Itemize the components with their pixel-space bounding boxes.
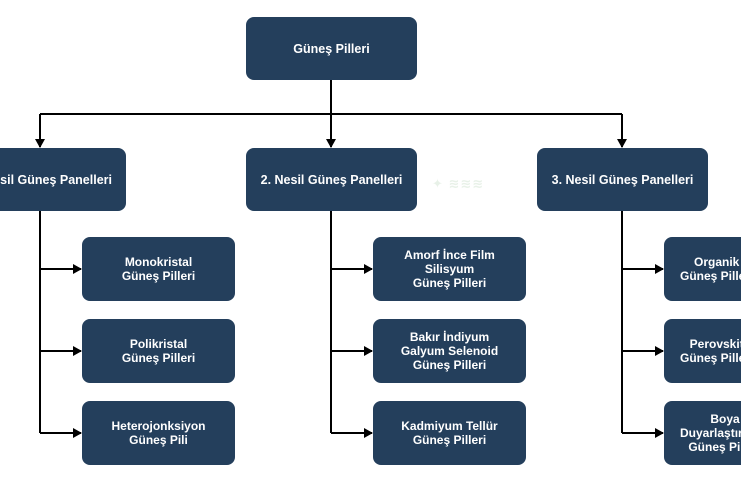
- gen3-child-boya: Boya Duyarlaştırılmış Güneş Pilleri: [664, 401, 741, 465]
- gen1-child-monokristal: Monokristal Güneş Pilleri: [82, 237, 235, 301]
- gen2-child-cigs: Bakır İndiyum Galyum Selenoid Güneş Pill…: [373, 319, 526, 383]
- gen3-child-perovskit: Perovskit Güneş Pilleri: [664, 319, 741, 383]
- gen2-child-cdte: Kadmiyum Tellür Güneş Pilleri: [373, 401, 526, 465]
- gen1-child-1-arrowhead: [73, 264, 82, 274]
- gen3-child-organik: Organik Güneş Pilleri: [664, 237, 741, 301]
- generation-1-node: 1. Nesil Güneş Panelleri: [0, 148, 126, 211]
- gen2-child-2-arrowhead: [364, 346, 373, 356]
- gen2-child-1-arrowhead: [364, 264, 373, 274]
- gen1-child-3-arrowhead: [73, 428, 82, 438]
- gen2-child-3-arrowhead: [364, 428, 373, 438]
- generation-1-arrowhead: [35, 139, 45, 148]
- gen3-child-1-arrowhead: [655, 264, 664, 274]
- gen3-child-2-arrowhead: [655, 346, 664, 356]
- gen2-child-amorf: Amorf İnce Film Silisyum Güneş Pilleri: [373, 237, 526, 301]
- generation-3-arrowhead: [617, 139, 627, 148]
- generation-2-arrowhead: [326, 139, 336, 148]
- gen3-child-3-arrowhead: [655, 428, 664, 438]
- watermark-logo: ✦ ≋≋≋: [432, 176, 485, 191]
- generation-2-node: 2. Nesil Güneş Panelleri: [246, 148, 417, 211]
- gen1-child-2-arrowhead: [73, 346, 82, 356]
- gen1-child-polikristal: Polikristal Güneş Pilleri: [82, 319, 235, 383]
- generation-3-node: 3. Nesil Güneş Panelleri: [537, 148, 708, 211]
- gen1-child-heterojonksiyon: Heterojonksiyon Güneş Pili: [82, 401, 235, 465]
- root-node: Güneş Pilleri: [246, 17, 417, 80]
